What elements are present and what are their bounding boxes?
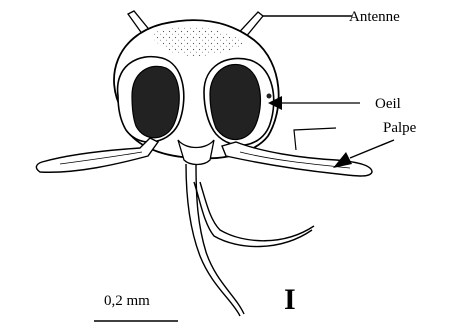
palpe-leader-line [350, 140, 394, 158]
plate-number: I [284, 285, 296, 315]
label-palpe: Palpe [383, 120, 416, 136]
label-antenne: Antenne [349, 9, 400, 25]
eye-right [210, 64, 260, 139]
eye-speck [267, 94, 272, 99]
scale-bar-label: 0,2 mm [104, 293, 150, 309]
label-oeil: Oeil [375, 96, 401, 112]
eye-left [132, 66, 179, 137]
